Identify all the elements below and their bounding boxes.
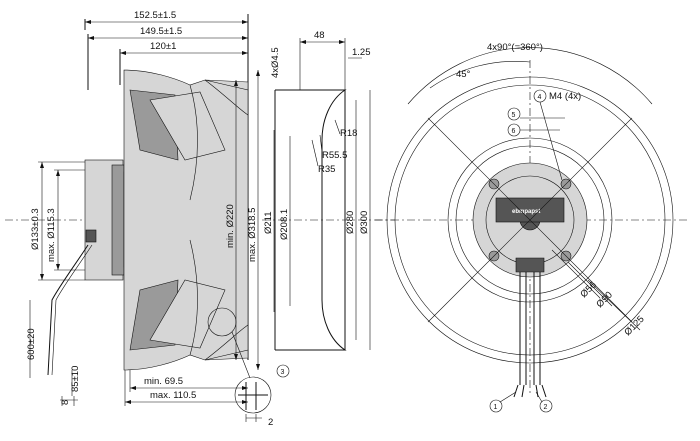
detail-3-section: [238, 382, 268, 410]
r55-label: R55.5: [322, 150, 347, 161]
callout-1-circle: [489, 399, 503, 413]
callout-6: 6: [512, 128, 516, 135]
cable-bundle: [519, 262, 541, 385]
detail-3-leader: [231, 331, 251, 379]
d125-label: Ø125: [622, 314, 646, 338]
angle-45-label: 45°: [456, 69, 471, 80]
d300-label: Ø300: [359, 211, 370, 234]
profile-view: 48 1.25 4xØ4.5 R18 R55.5 R35 Ø211 Ø208.1…: [262, 30, 395, 351]
dim-220-label: min. Ø220: [225, 204, 236, 248]
dim-69-label: min. 69.5: [144, 376, 183, 387]
side-view: 152.5±1.5 149.5±1.5 120±1 Ø133±0.3 max. …: [5, 10, 290, 428]
callout-3-circle: [276, 364, 290, 378]
r55-leader: [319, 134, 323, 153]
diagonal-axes: [427, 117, 633, 323]
inlet-ring-profile: [275, 89, 347, 351]
angle-title: 4x90°(=360°): [487, 42, 543, 53]
callout-3: 3: [281, 369, 285, 376]
callout-5-circle: [507, 107, 521, 121]
cable-gland: [85, 229, 97, 243]
dim-152-label: 152.5±1.5: [134, 10, 176, 21]
dim-85-label: 85±10: [70, 366, 81, 392]
dim-8-label: 8: [60, 400, 71, 405]
blade-lower-2: [149, 279, 226, 349]
cable-ends: [513, 384, 547, 398]
impeller-hub-curves: [189, 84, 198, 356]
dim-318-label: max. Ø318.5: [247, 208, 258, 262]
blade-upper-2: [149, 91, 226, 161]
callout-1-leader: [499, 391, 517, 403]
d211-label: Ø211: [263, 211, 274, 234]
dim-line-2: [245, 414, 262, 422]
dim-133-label: Ø133±0.3: [30, 208, 41, 250]
extension-lines-bottom: [124, 370, 131, 406]
dim-600-label: 600±20: [26, 328, 37, 360]
dim-48-label: 48: [314, 30, 325, 41]
cable-gland-front: [515, 257, 545, 273]
arrowheads-left: [40, 162, 60, 280]
dim-125-label: 1.25: [352, 47, 371, 58]
r35-label: R35: [318, 164, 335, 175]
callout-2-leader: [535, 391, 543, 403]
d90-leader: [567, 261, 613, 307]
inlet-inner-circle: [455, 145, 605, 295]
m4-leader: [539, 101, 563, 181]
callout-5: 5: [512, 112, 516, 119]
front-view: ebmpapst 4x90°(=360°) 45° 4 M4 (4x) 5 6 …: [375, 42, 690, 413]
dim-2-label: 2: [268, 417, 273, 428]
detail-3-marker: [207, 307, 237, 337]
dim-110-label: max. 110.5: [150, 390, 196, 401]
inlet-circle: [447, 137, 613, 303]
cable-lead: [47, 244, 89, 376]
motor-flange: [111, 164, 125, 276]
brand-label: ebmpapst: [512, 209, 540, 215]
dim-4x-label: 4xØ4.5: [270, 47, 281, 78]
d90-label: Ø90: [594, 290, 614, 310]
dim-149-label: 149.5±1.5: [140, 26, 182, 37]
angle-arc-45: [429, 61, 531, 89]
d208-label: Ø208.1: [279, 209, 290, 240]
r18-label: R18: [340, 128, 357, 139]
extension-lines-left: [38, 161, 85, 281]
d280-label: Ø280: [345, 211, 356, 234]
dim-line-8: [60, 396, 78, 406]
extension-lines-profile-top: [299, 38, 362, 90]
dim-120-label: 120±1: [150, 41, 176, 52]
detail-3-view: [234, 376, 272, 414]
label-plate: [495, 197, 565, 223]
callout-2: 2: [544, 404, 548, 411]
d125-leader: [587, 279, 641, 331]
d56-leader: [551, 249, 601, 299]
m4-label: M4 (4x): [549, 91, 581, 102]
callout-2-circle: [539, 399, 553, 413]
r18-leader: [334, 119, 341, 135]
extension-lines-top: [84, 14, 249, 360]
ring-inner-edge: [394, 84, 666, 356]
r35-leader: [311, 139, 319, 167]
outer-ring: [386, 76, 674, 364]
callout-1: 1: [494, 404, 498, 411]
callout-4: 4: [538, 94, 542, 101]
angle-arc-90: [407, 47, 653, 105]
dim-115-label: max. Ø115.3: [46, 208, 57, 262]
cable-lead-outline: [51, 244, 93, 376]
